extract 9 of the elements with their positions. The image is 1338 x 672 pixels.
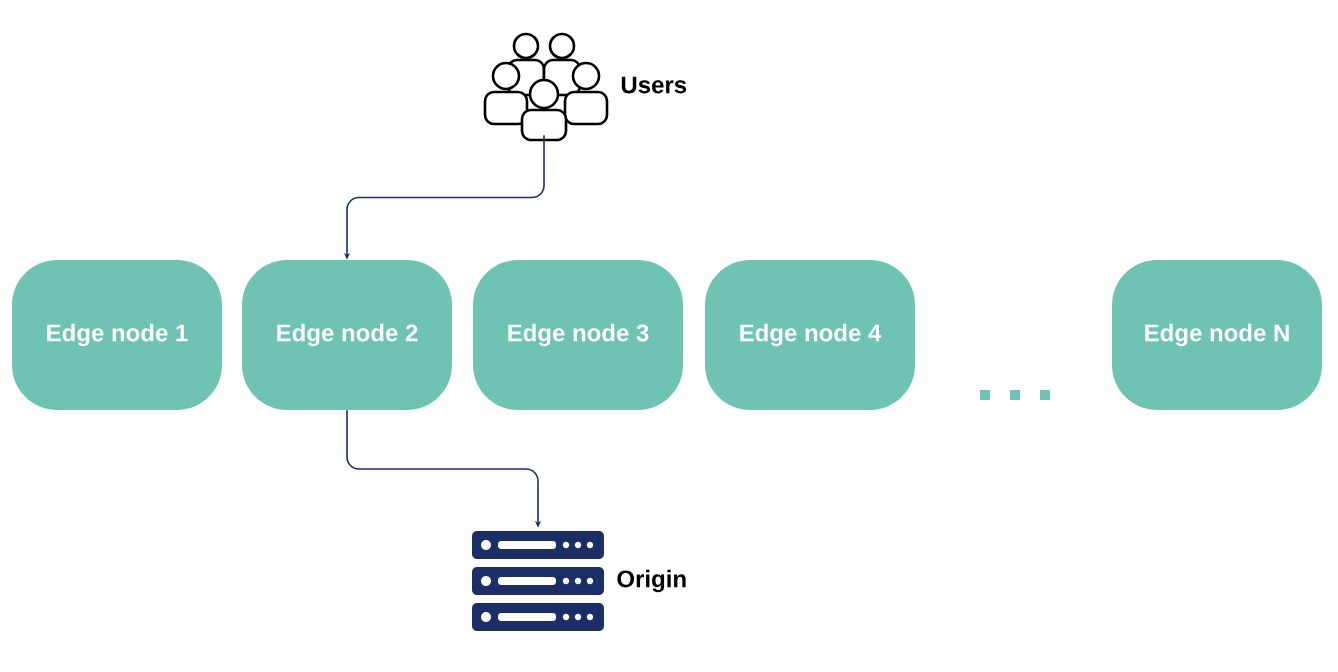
- edge-node-box: Edge node N: [1112, 260, 1322, 410]
- edge-node-box: Edge node 4: [705, 260, 915, 410]
- icon-label: Users: [621, 76, 687, 94]
- icon-label: Origin: [617, 569, 686, 593]
- edge-node-box: Edge node 2: [242, 260, 452, 410]
- people-icon: [483, 32, 609, 142]
- server-icon: [472, 531, 604, 631]
- edge-node-box: Edge node 3: [473, 260, 683, 410]
- edge-node-box: Edge node 1: [12, 260, 222, 410]
